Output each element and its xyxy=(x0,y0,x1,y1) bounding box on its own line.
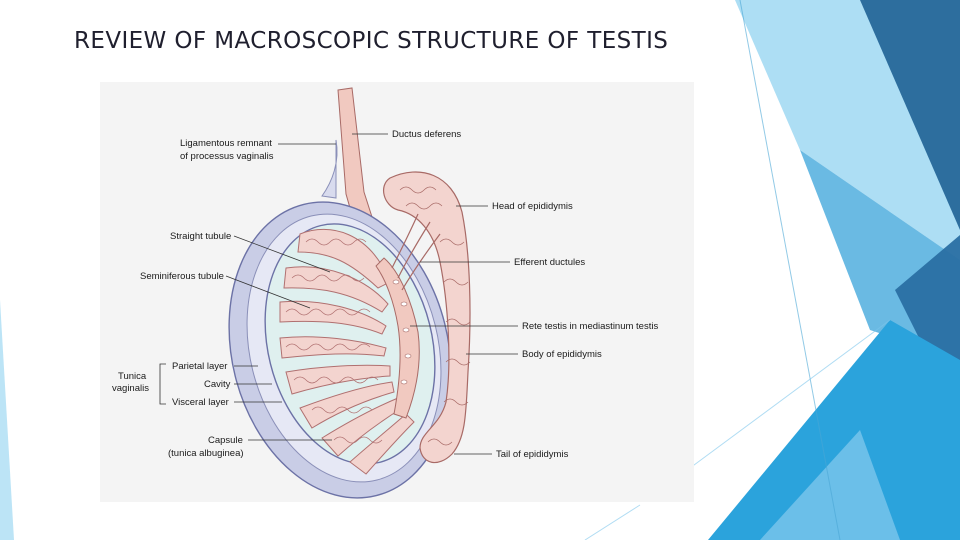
slide-title: REVIEW OF MACROSCOPIC STRUCTURE OF TESTI… xyxy=(74,28,669,54)
rete-channel xyxy=(392,279,400,285)
label-ligament-line2: of processus vaginalis xyxy=(180,151,274,162)
lobule xyxy=(349,413,415,475)
lobule xyxy=(283,266,389,313)
coil xyxy=(333,436,383,444)
label-body-epididymis: Body of epididymis xyxy=(522,349,602,360)
facet-line-2 xyxy=(689,319,891,469)
facet-left-sliver xyxy=(0,300,14,540)
testis-diagram: Ductus deferens Ligamentous remnant of p… xyxy=(100,82,694,502)
lobule xyxy=(279,336,387,359)
rete-testis-shape xyxy=(375,257,420,419)
coil xyxy=(445,358,471,366)
efferent-ductules xyxy=(391,213,441,291)
label-tail-epididymis: Tail of epididymis xyxy=(496,449,569,460)
label-tunica-line1: Tunica xyxy=(118,371,147,382)
label-head-epididymis: Head of epididymis xyxy=(492,201,573,212)
coil xyxy=(291,274,365,282)
ligament-remnant-shape xyxy=(321,139,338,199)
coil xyxy=(285,343,371,351)
label-rete-testis: Rete testis in mediastinum testis xyxy=(522,321,658,332)
label-tunica-line2: vaginalis xyxy=(112,383,149,394)
label-visceral-layer: Visceral layer xyxy=(172,397,229,408)
coil xyxy=(285,308,371,316)
tunica-bracket xyxy=(159,363,166,405)
facet-line-1 xyxy=(739,0,841,540)
coil xyxy=(311,406,373,414)
coil xyxy=(439,238,465,246)
leader-seminiferous xyxy=(225,275,311,309)
rete-channel xyxy=(402,327,410,333)
tubule-coils xyxy=(285,238,383,444)
label-cavity: Cavity xyxy=(204,379,231,390)
facet-bottom xyxy=(708,320,960,540)
label-efferent-ductules: Efferent ductules xyxy=(514,257,585,268)
rete-channel xyxy=(404,353,412,359)
lobule xyxy=(299,381,395,429)
leader-straight xyxy=(233,235,331,273)
ductule xyxy=(391,213,419,269)
coil xyxy=(293,376,379,384)
lobule xyxy=(279,300,387,335)
ductule xyxy=(401,233,441,291)
coil xyxy=(399,186,437,194)
coil xyxy=(405,202,443,210)
facet-line-3 xyxy=(584,504,641,540)
label-ligament-line1: Ligamentous remnant xyxy=(180,138,272,149)
rete-channel xyxy=(400,301,408,307)
seminiferous-tubules xyxy=(279,228,415,475)
coil xyxy=(443,278,469,286)
rete-channel xyxy=(400,379,408,385)
label-capsule-line1: Capsule xyxy=(208,435,243,446)
label-ductus-deferens: Ductus deferens xyxy=(392,129,461,140)
label-seminiferous-tubule: Seminiferous tubule xyxy=(140,271,224,282)
coil xyxy=(445,318,471,326)
coil xyxy=(427,438,453,446)
lobule xyxy=(285,364,391,395)
label-straight-tubule: Straight tubule xyxy=(170,231,231,242)
coil xyxy=(305,238,367,246)
leader-lines xyxy=(159,133,518,455)
epididymis-coils xyxy=(399,186,471,446)
rete-channels xyxy=(392,279,412,385)
label-parietal-layer: Parietal layer xyxy=(172,361,227,372)
label-capsule-line2: (tunica albuginea) xyxy=(168,448,244,459)
ductule xyxy=(397,221,431,279)
coil xyxy=(443,398,469,406)
facet-dark-top xyxy=(860,0,960,230)
